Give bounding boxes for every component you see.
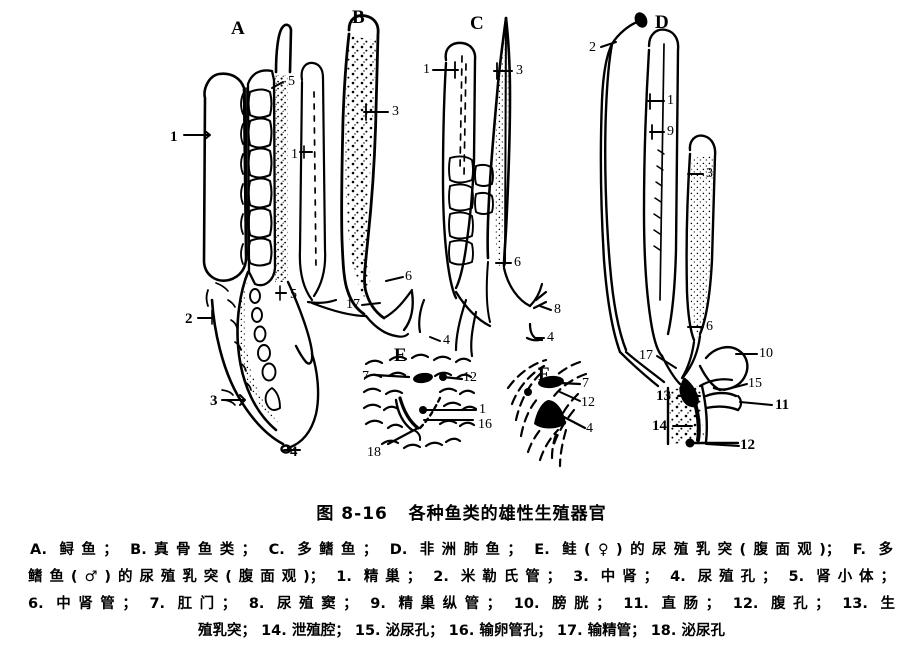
panel-d-drawing [599,12,749,448]
callout-d-12: 12 [740,437,755,453]
panel-letter-f: F [538,364,551,385]
callout-e-7: 7 [362,369,369,384]
callout-a-3: 3 [210,393,218,409]
callout-a-5a: 5 [288,74,295,89]
callout-b-3: 3 [392,104,399,119]
callout-d-1: 1 [667,93,674,108]
callout-d-17: 17 [639,348,653,363]
callout-f-4: 4 [586,421,593,436]
panel-letter-c: C [470,13,485,34]
callout-e-16: 16 [478,417,492,432]
figure-line-art [183,12,773,468]
callout-d-3: 3 [706,166,713,181]
callout-d-13: 13 [656,388,671,404]
callout-c-4: 4 [547,330,554,345]
callout-e-1: 1 [479,402,486,417]
figure-legend: A. 鲟鱼； B.真骨鱼类； C. 多鳍鱼； D. 非洲肺鱼； E. 鲑(♀)的… [0,537,923,645]
legend-line-3: 6. 中肾管； 7. 肛门； 8. 尿殖窦； 9. 精巢纵管； 10. 膀胱； … [28,596,895,612]
panel-f-drawing [506,358,588,468]
callout-b-6: 6 [405,269,412,284]
callout-d-11: 11 [775,397,790,413]
callout-e-18: 18 [367,445,381,460]
callout-d-9: 9 [667,124,674,139]
legend-line-2: 鳍鱼(♂)的尿殖乳突(腹面观)； 1. 精巢； 2. 米勒氏管； 3. 中肾； … [28,569,895,585]
callout-d-14: 14 [652,418,667,434]
legend-line-1: A. 鲟鱼； B.真骨鱼类； C. 多鳍鱼； D. 非洲肺鱼； E. 鲑(♀)的… [30,542,893,558]
callout-c-6: 6 [514,255,521,270]
callout-b-4: 4 [443,333,450,348]
callout-c-8: 8 [554,302,561,317]
callout-d-15: 15 [748,376,762,391]
figure-illustration: A B C D E F 1 5 1 5 2 3 4 3 6 17 4 1 3 6… [170,7,790,468]
panel-a-drawing [202,23,320,454]
callout-a-1: 1 [170,129,178,145]
callout-d-2: 2 [589,40,596,55]
callout-a-4: 4 [290,444,298,460]
callout-e-12: 12 [463,370,477,385]
figure-title: 图 8-16 各种鱼类的雄性生殖器官 [316,504,607,524]
panel-e-drawing [362,353,478,450]
panel-letter-d: D [655,12,670,33]
panel-letter-e: E [394,345,408,366]
callout-d-6: 6 [706,319,713,334]
callout-f-7: 7 [582,376,589,391]
callout-b-17: 17 [346,297,360,312]
callout-c-3: 3 [516,63,523,78]
callout-a-5b: 5 [290,287,297,302]
figure-caption: 图 8-16 各种鱼类的雄性生殖器官 A. 鲟鱼； B.真骨鱼类； C. 多鳍鱼… [0,492,923,651]
callout-a-1b: 1 [291,147,298,162]
panel-letter-b: B [352,7,366,28]
callout-f-12: 12 [581,395,595,410]
legend-line-4: 殖乳突； 14. 泄殖腔； 15. 泌尿孔； 16. 输卵管孔； 17. 输精管… [198,623,725,639]
panel-c-drawing [441,16,548,358]
callout-a-2: 2 [185,311,193,327]
panel-b-drawing [298,14,426,338]
panel-letter-a: A [231,18,246,39]
callout-c-1: 1 [423,62,430,77]
callout-d-10: 10 [759,346,773,361]
